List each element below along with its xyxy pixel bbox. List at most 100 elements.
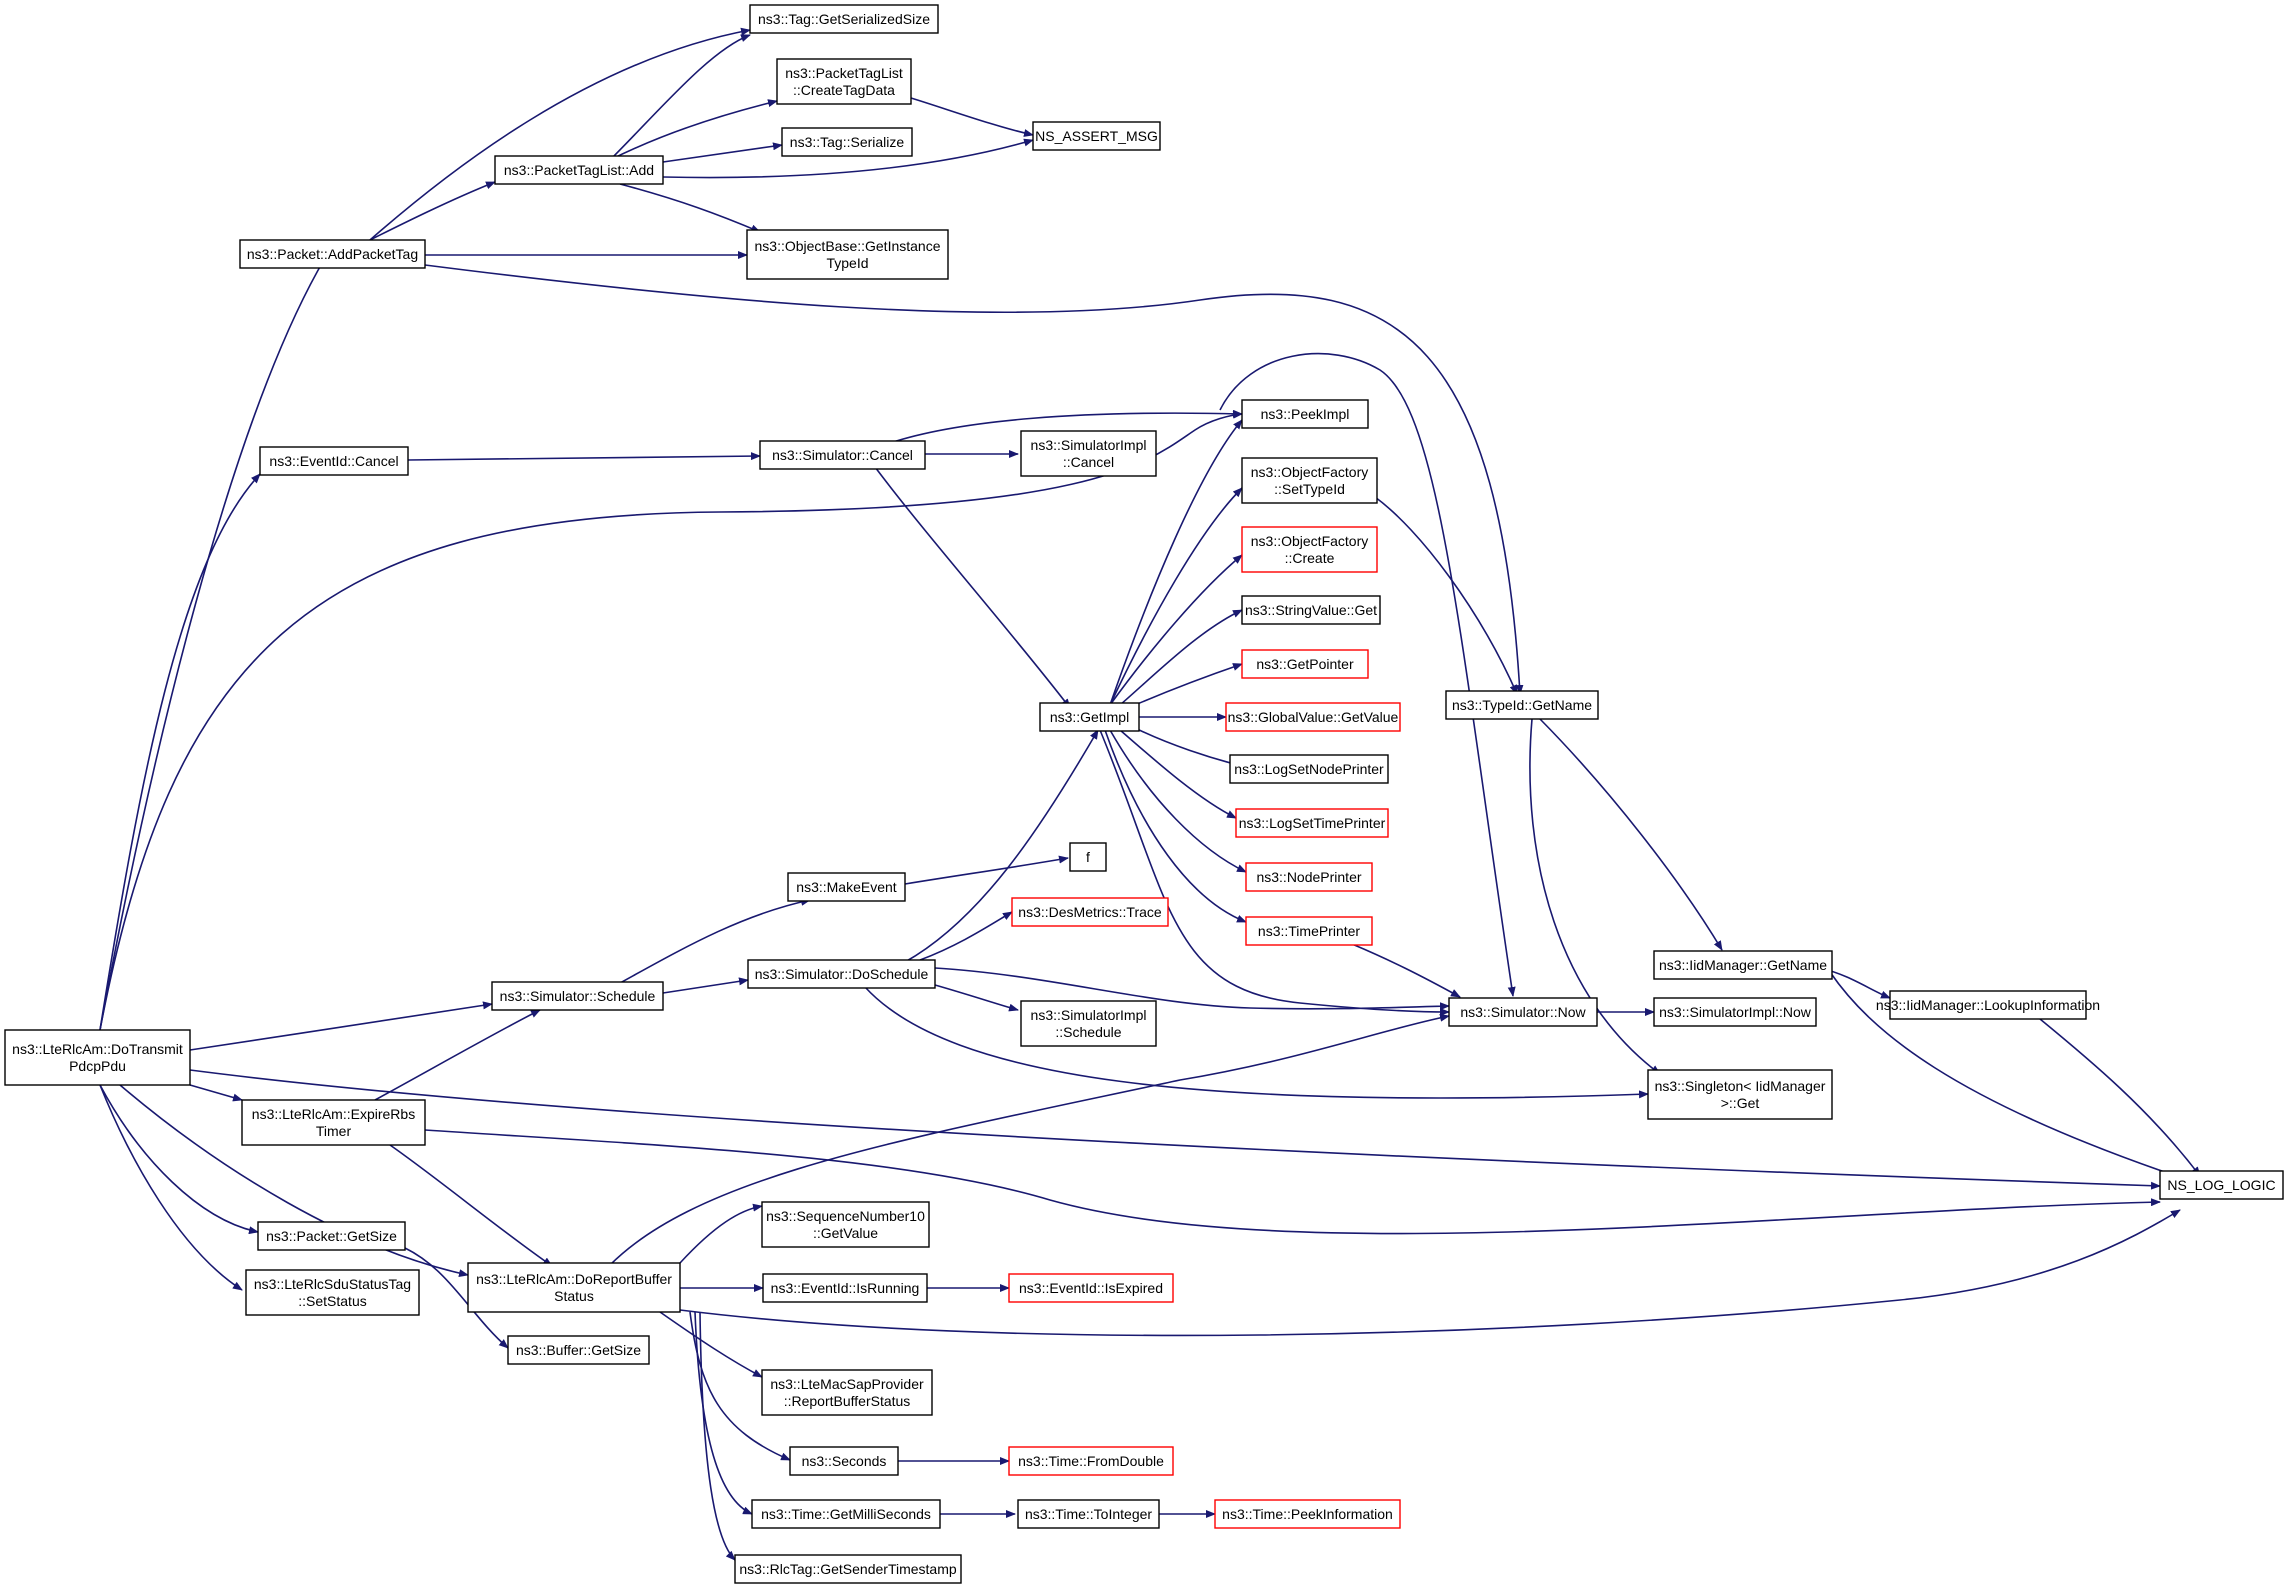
- node-box: [1653, 997, 1817, 1027]
- node-f[interactable]: f: [1069, 842, 1107, 872]
- node-makeevent[interactable]: ns3::MakeEvent: [787, 872, 906, 902]
- node-label: NS_ASSERT_MSG: [1035, 128, 1158, 144]
- edge-root-to-eventcancel: [99, 473, 261, 1031]
- node-label: ns3::NodePrinter: [1256, 869, 1361, 885]
- node-box: [494, 155, 664, 185]
- node-tagserialsize[interactable]: ns3::Tag::GetSerializedSize: [749, 4, 939, 34]
- edge-getimpl-to-settypeid: [1109, 487, 1243, 706]
- node-label: Timer: [316, 1123, 352, 1139]
- node-logtimeprinter[interactable]: ns3::LogSetTimePrinter: [1235, 808, 1389, 838]
- node-peekinfo[interactable]: ns3::Time::PeekInformation: [1214, 1499, 1401, 1529]
- edge-expirerbs-to-doreport: [389, 1144, 553, 1267]
- node-label: ns3::EventId::IsExpired: [1019, 1280, 1163, 1296]
- node-isrunning[interactable]: ns3::EventId::IsRunning: [762, 1273, 928, 1303]
- node-typeidgetname[interactable]: ns3::TypeId::GetName: [1445, 690, 1599, 720]
- node-getpointer[interactable]: ns3::GetPointer: [1241, 649, 1369, 679]
- node-destrace[interactable]: ns3::DesMetrics::Trace: [1011, 897, 1169, 927]
- node-box: [1241, 595, 1381, 625]
- node-isexpired[interactable]: ns3::EventId::IsExpired: [1008, 1273, 1174, 1303]
- node-buffergetsize[interactable]: ns3::Buffer::GetSize: [507, 1335, 650, 1365]
- node-label: ns3::TimePrinter: [1258, 923, 1361, 939]
- node-getsize[interactable]: ns3::Packet::GetSize: [257, 1221, 406, 1251]
- node-eventcancel[interactable]: ns3::EventId::Cancel: [259, 446, 409, 476]
- node-setstatus[interactable]: ns3::LteRlcSduStatusTag::SetStatus: [245, 1269, 420, 1316]
- node-settypeid[interactable]: ns3::ObjectFactory::SetTypeId: [1241, 457, 1378, 504]
- node-doschedule[interactable]: ns3::Simulator::DoSchedule: [747, 959, 936, 989]
- node-seqgetvalue[interactable]: ns3::SequenceNumber10::GetValue: [761, 1201, 930, 1248]
- node-label: ns3::GetImpl: [1050, 709, 1129, 725]
- node-label: ::Create: [1285, 550, 1335, 566]
- edge-doreport-to-seqgetvalue: [679, 1203, 763, 1264]
- node-box: [1445, 690, 1599, 720]
- node-simnow[interactable]: ns3::Simulator::Now: [1448, 997, 1598, 1027]
- node-nodeprinter[interactable]: ns3::NodePrinter: [1245, 862, 1373, 892]
- node-label: ns3::Tag::Serialize: [790, 134, 905, 150]
- node-globalget[interactable]: ns3::GlobalValue::GetValue: [1225, 702, 1401, 732]
- node-tagserialize[interactable]: ns3::Tag::Serialize: [781, 127, 913, 157]
- node-implschedule[interactable]: ns3::SimulatorImpl::Schedule: [1020, 1000, 1157, 1047]
- node-label: Status: [554, 1288, 594, 1304]
- node-box: [751, 1499, 941, 1529]
- node-label: ns3::EventId::Cancel: [269, 453, 398, 469]
- node-timeprinter[interactable]: ns3::TimePrinter: [1245, 916, 1373, 946]
- node-label: ns3::StringValue::Get: [1245, 602, 1377, 618]
- node-peekimpl[interactable]: ns3::PeekImpl: [1241, 399, 1369, 429]
- edge-ptladd-to-createtagdata: [609, 99, 778, 161]
- node-box: [789, 1446, 899, 1476]
- node-label: ns3::IidManager::LookupInformation: [1876, 997, 2100, 1013]
- node-createtagdata[interactable]: ns3::PacketTagList::CreateTagData: [776, 58, 912, 105]
- node-box: [759, 440, 926, 470]
- node-lookupinfo[interactable]: ns3::IidManager::LookupInformation: [1876, 990, 2100, 1020]
- node-label: ns3::LogSetTimePrinter: [1239, 815, 1386, 831]
- edge-simcancel-to-getimpl: [874, 466, 1071, 709]
- node-box: [1241, 457, 1378, 504]
- edge-doreport-to-reportbuffer: [659, 1311, 763, 1378]
- node-reportbuffer[interactable]: ns3::LteMacSapProvider::ReportBufferStat…: [761, 1369, 933, 1416]
- node-label: ns3::LteRlcAm::DoTransmit: [12, 1041, 183, 1057]
- node-lognodeprinter[interactable]: ns3::LogSetNodePrinter: [1229, 754, 1389, 784]
- node-ptladd[interactable]: ns3::PacketTagList::Add: [494, 155, 664, 185]
- node-box: [1653, 950, 1833, 980]
- node-simcancel[interactable]: ns3::Simulator::Cancel: [759, 440, 926, 470]
- node-ofcreate[interactable]: ns3::ObjectFactory::Create: [1241, 526, 1378, 573]
- node-label: ns3::TypeId::GetName: [1452, 697, 1592, 713]
- node-label: f: [1086, 849, 1090, 865]
- node-label: ::GetValue: [813, 1225, 878, 1241]
- edge-getimpl-to-nodeprinter: [1109, 729, 1247, 873]
- node-box: [239, 239, 426, 269]
- call-edges: [99, 27, 2201, 1561]
- node-addpackettag[interactable]: ns3::Packet::AddPacketTag: [239, 239, 426, 269]
- node-seconds[interactable]: ns3::Seconds: [789, 1446, 899, 1476]
- node-implcancel[interactable]: ns3::SimulatorImpl::Cancel: [1020, 430, 1157, 477]
- edge-expirerbs-to-nslog: [424, 1129, 2161, 1235]
- edge-lookupinfo-to-nslog: [2039, 1018, 2201, 1177]
- node-box: [1008, 1273, 1174, 1303]
- edge-expirerbs-to-schedule: [374, 1009, 541, 1101]
- node-stringget[interactable]: ns3::StringValue::Get: [1241, 595, 1381, 625]
- node-sendertimestamp[interactable]: ns3::RlcTag::GetSenderTimestamp: [734, 1554, 962, 1584]
- node-assertmsg[interactable]: NS_ASSERT_MSG: [1032, 121, 1161, 151]
- node-fromdouble[interactable]: ns3::Time::FromDouble: [1008, 1446, 1174, 1476]
- node-box: [746, 229, 949, 280]
- node-schedule[interactable]: ns3::Simulator::Schedule: [491, 981, 664, 1011]
- node-label: ns3::RlcTag::GetSenderTimestamp: [739, 1561, 957, 1577]
- node-nslog[interactable]: NS_LOG_LOGIC: [2159, 1170, 2284, 1200]
- node-box: [1020, 1000, 1157, 1047]
- node-singletonget[interactable]: ns3::Singleton< IidManager>::Get: [1647, 1069, 1833, 1120]
- node-getmilli[interactable]: ns3::Time::GetMilliSeconds: [751, 1499, 941, 1529]
- node-getimpl[interactable]: ns3::GetImpl: [1039, 702, 1140, 732]
- node-box: [762, 1273, 928, 1303]
- node-label: ns3::Time::PeekInformation: [1222, 1506, 1393, 1522]
- node-label: ::Cancel: [1063, 454, 1114, 470]
- node-implnow[interactable]: ns3::SimulatorImpl::Now: [1653, 997, 1817, 1027]
- edge-peekimpl-to-simnow: [1219, 352, 1516, 997]
- node-iidgetname[interactable]: ns3::IidManager::GetName: [1653, 950, 1833, 980]
- edge-doschedule-to-getimpl: [904, 729, 1099, 963]
- node-tointeger[interactable]: ns3::Time::ToInteger: [1017, 1499, 1160, 1529]
- node-label: ns3::Time::FromDouble: [1018, 1453, 1164, 1469]
- node-label: ns3::SimulatorImpl: [1031, 1007, 1147, 1023]
